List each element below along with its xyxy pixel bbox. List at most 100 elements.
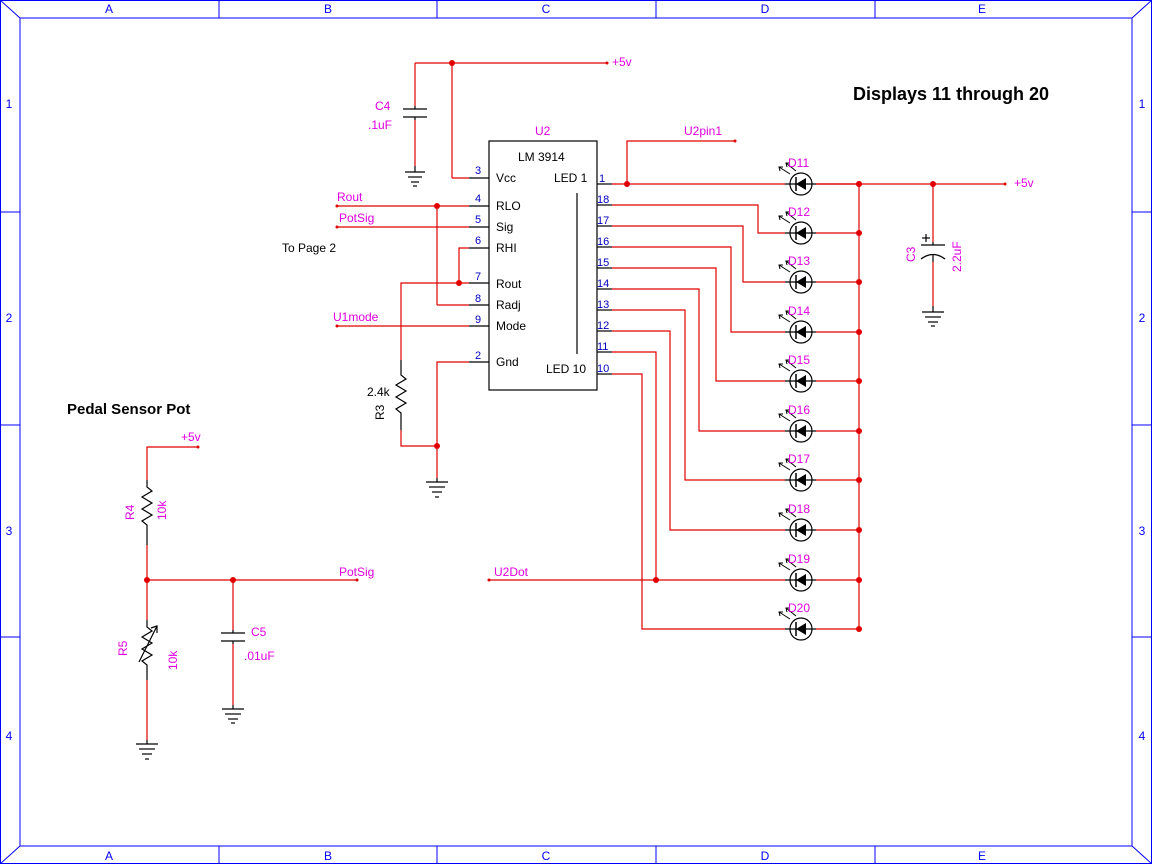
sheet-title: Displays 11 through 20 xyxy=(853,84,1049,104)
zone-col-bottom-b: B xyxy=(324,849,332,863)
net-label-u1mode: U1mode xyxy=(333,310,379,324)
net-label-u2pin1: U2pin1 xyxy=(684,124,722,138)
c4-supply-net xyxy=(414,60,609,179)
net-label-5v-right: +5v xyxy=(1014,176,1034,190)
led-d11: D11 xyxy=(778,156,862,196)
capacitor-c5 xyxy=(221,630,245,705)
pin-num-12: 12 xyxy=(597,320,609,332)
zone-col-bottom-c: C xyxy=(542,849,551,863)
pin-name-rlo: RLO xyxy=(496,199,521,213)
pin-num-14: 14 xyxy=(597,278,609,290)
rout-net xyxy=(335,203,469,306)
pin-name-vcc: Vcc xyxy=(496,171,516,185)
ic-part-name: LM 3914 xyxy=(518,150,565,164)
page-reference-note: To Page 2 xyxy=(282,241,336,255)
led-label: D11 xyxy=(788,156,809,170)
ic-u2-lm3914: U2 LM 3914 LED 1 LED 10 3 Vcc 4 RLO 5 Si… xyxy=(469,124,612,391)
ground-icon xyxy=(136,740,158,760)
potentiometer-r5 xyxy=(138,620,158,740)
resistor-r3 xyxy=(394,360,408,430)
pin-num-5: 5 xyxy=(475,214,481,226)
zone-row-left-4: 4 xyxy=(6,729,13,743)
pin-num-17: 17 xyxy=(597,215,609,227)
potsig-net-bottom xyxy=(144,545,359,630)
net-label-5v-pot: +5v xyxy=(181,430,201,444)
pot-supply-net xyxy=(146,445,200,480)
led-d18: D18 xyxy=(778,502,862,542)
capacitor-c4 xyxy=(403,106,427,120)
resistor-r4 xyxy=(140,480,154,545)
pin-num-9: 9 xyxy=(475,314,481,326)
ic-ref: U2 xyxy=(535,124,551,138)
potsig-net-left xyxy=(335,225,469,229)
zone-row-left-3: 3 xyxy=(6,524,13,538)
led-label: D17 xyxy=(788,452,810,466)
r5-ref: R5 xyxy=(116,640,130,656)
net-label-potsig-left: PotSig xyxy=(339,211,374,225)
u2pin1-net xyxy=(612,139,785,187)
zone-row-left-1: 1 xyxy=(6,97,13,111)
zone-col-bottom-d: D xyxy=(761,849,770,863)
r4-value: 10k xyxy=(155,500,169,520)
zone-row-right-2: 2 xyxy=(1139,311,1146,325)
pin-num-10: 10 xyxy=(597,363,609,375)
led-d19: D19 xyxy=(778,552,862,592)
led-label: D20 xyxy=(788,601,810,615)
c4-ref: C4 xyxy=(375,99,391,113)
pin-num-1: 1 xyxy=(599,173,605,185)
rhi-rout-net xyxy=(400,247,469,360)
zone-row-left-2: 2 xyxy=(6,311,13,325)
c3-value: 2.2uF xyxy=(950,241,964,272)
r5-value: 10k xyxy=(166,650,180,670)
pin-num-8: 8 xyxy=(475,293,481,305)
zone-col-bottom-a: A xyxy=(105,849,113,863)
ic-led10-label: LED 10 xyxy=(546,362,586,376)
led-d20: D20 xyxy=(778,601,862,641)
zone-col-top-a: A xyxy=(105,2,113,16)
r3-value: 2.4k xyxy=(367,385,391,399)
led-label: D16 xyxy=(788,403,810,417)
pin-name-rhi: RHI xyxy=(496,241,517,255)
ground-icon xyxy=(922,306,944,327)
pin-num-16: 16 xyxy=(597,236,609,248)
zone-row-right-4: 4 xyxy=(1139,729,1146,743)
pedal-section-title: Pedal Sensor Pot xyxy=(67,401,190,418)
led-d17: D17 xyxy=(778,452,862,492)
pin-num-4: 4 xyxy=(475,193,481,205)
pin-num-2: 2 xyxy=(475,350,481,362)
r4-ref: R4 xyxy=(123,504,137,520)
zone-col-top-c: C xyxy=(542,2,551,16)
led-label: D13 xyxy=(788,254,810,268)
led-anode-bus xyxy=(816,181,1007,629)
pin-num-18: 18 xyxy=(597,194,609,206)
r3-ref: R3 xyxy=(373,404,387,420)
pin-num-3: 3 xyxy=(475,165,481,177)
led-d12: D12 xyxy=(778,205,862,245)
led-label: D12 xyxy=(788,205,810,219)
gnd-net xyxy=(400,361,469,478)
net-label-potsig-bottom: PotSig xyxy=(339,565,374,579)
pin-name-sig: Sig xyxy=(496,220,513,234)
zone-row-right-1: 1 xyxy=(1139,97,1146,111)
pin-num-7: 7 xyxy=(475,271,481,283)
u1mode-net xyxy=(335,324,469,328)
led-label: D18 xyxy=(788,502,810,516)
led-d13: D13 xyxy=(778,254,862,294)
border-zone-labels: A B C D E A B C D E 1 2 3 4 1 2 3 4 xyxy=(6,2,1146,863)
net-label-u2dot: U2Dot xyxy=(494,565,529,579)
c3-ref: C3 xyxy=(904,246,918,262)
ground-icon xyxy=(405,166,425,187)
capacitor-c3 xyxy=(920,184,946,306)
led-drive-wires xyxy=(612,204,785,630)
pin-num-6: 6 xyxy=(475,235,481,247)
pin-name-radj: Radj xyxy=(496,298,521,312)
led-d15: D15 xyxy=(778,353,862,393)
ground-icon xyxy=(222,705,244,724)
pin-num-13: 13 xyxy=(597,299,609,311)
pin-num-15: 15 xyxy=(597,257,609,269)
ic-led1-label: LED 1 xyxy=(554,171,588,185)
pin-name-mode: Mode xyxy=(496,319,526,333)
c5-value: .01uF xyxy=(244,649,275,663)
